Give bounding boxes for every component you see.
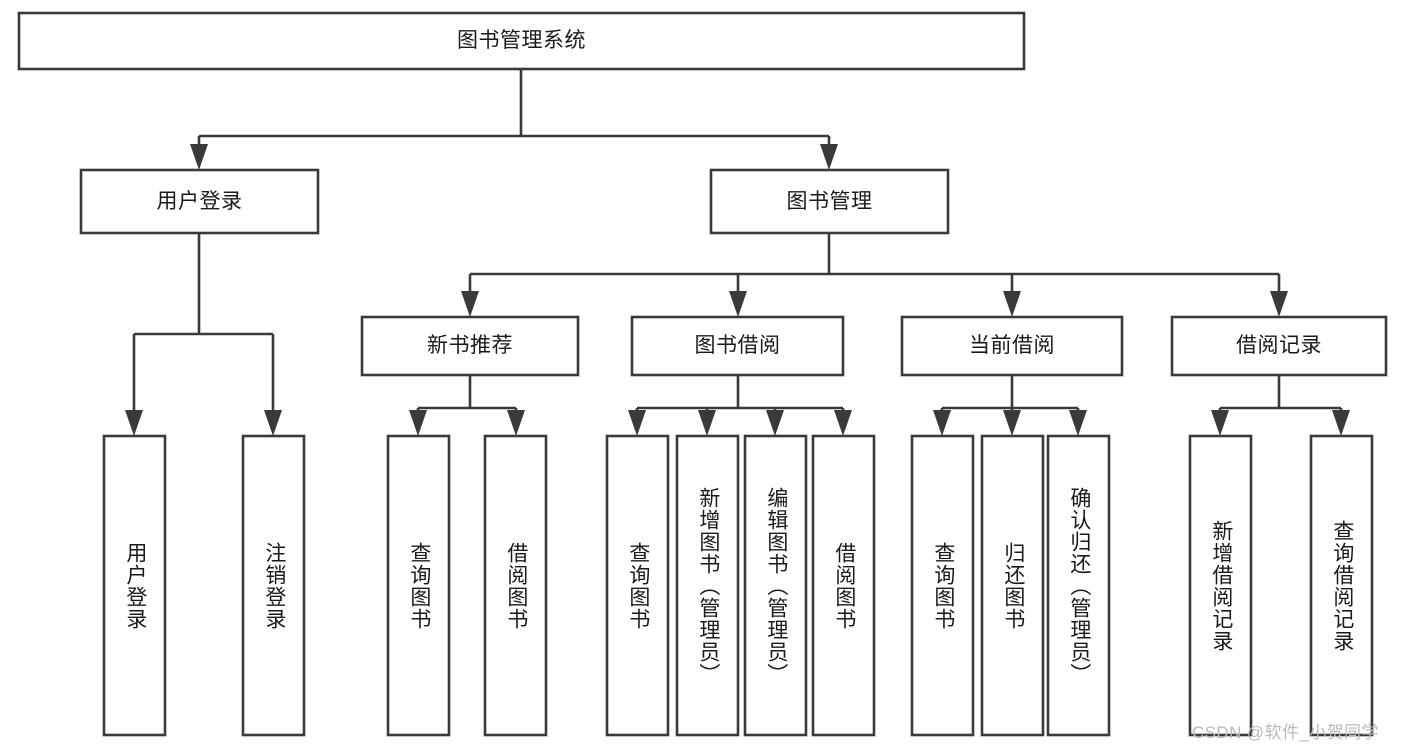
node-box-leaf-10[interactable] bbox=[1046, 434, 1111, 737]
node-layer bbox=[17, 11, 1388, 737]
node-box-level2-3[interactable] bbox=[1170, 315, 1388, 377]
arrow-head-icon bbox=[1069, 410, 1087, 436]
node-box-leaf-7[interactable] bbox=[811, 434, 876, 737]
arrow-head-icon bbox=[507, 410, 525, 436]
node-box-leaf-2[interactable] bbox=[386, 434, 451, 737]
arrow-head-icon bbox=[1003, 291, 1021, 317]
arrow-head-icon bbox=[1270, 291, 1288, 317]
arrow-head-icon bbox=[461, 291, 479, 317]
node-box-leaf-9[interactable] bbox=[980, 434, 1045, 737]
node-box-leaf-6[interactable] bbox=[743, 434, 808, 737]
arrow-head-icon bbox=[628, 410, 646, 436]
node-box-leaf-1[interactable] bbox=[241, 434, 306, 737]
csdn-watermark: CSDN @软件_小贺同学 bbox=[1192, 723, 1379, 742]
node-box-leaf-11[interactable] bbox=[1188, 434, 1253, 737]
node-box-leaf-5[interactable] bbox=[675, 434, 740, 737]
node-box-leaf-0[interactable] bbox=[102, 434, 167, 737]
arrow-head-icon bbox=[933, 410, 951, 436]
arrow-head-icon bbox=[1211, 410, 1229, 436]
arrow-head-icon bbox=[409, 410, 427, 436]
node-box-leaf-4[interactable] bbox=[605, 434, 670, 737]
arrow-head-icon bbox=[1003, 410, 1021, 436]
arrow-head-icon bbox=[698, 410, 716, 436]
connector-layer bbox=[125, 69, 1350, 436]
arrow-head-icon bbox=[264, 410, 282, 436]
node-box-level2-2[interactable] bbox=[900, 315, 1124, 377]
node-box-leaf-8[interactable] bbox=[910, 434, 975, 737]
node-box-leaf-12[interactable] bbox=[1309, 434, 1374, 737]
node-box-leaf-3[interactable] bbox=[483, 434, 548, 737]
node-box-root-0[interactable] bbox=[17, 11, 1026, 71]
arrow-head-icon bbox=[1332, 410, 1350, 436]
arrow-head-icon bbox=[766, 410, 784, 436]
arrow-head-icon bbox=[820, 144, 838, 170]
arrow-head-icon bbox=[125, 410, 143, 436]
node-box-level2-0[interactable] bbox=[360, 315, 580, 377]
node-box-level2-1[interactable] bbox=[630, 315, 845, 377]
node-box-level1-1[interactable] bbox=[709, 168, 950, 235]
node-box-level1-0[interactable] bbox=[79, 168, 320, 235]
arrow-head-icon bbox=[190, 144, 208, 170]
arrow-head-icon bbox=[729, 291, 747, 317]
arrow-head-icon bbox=[834, 410, 852, 436]
